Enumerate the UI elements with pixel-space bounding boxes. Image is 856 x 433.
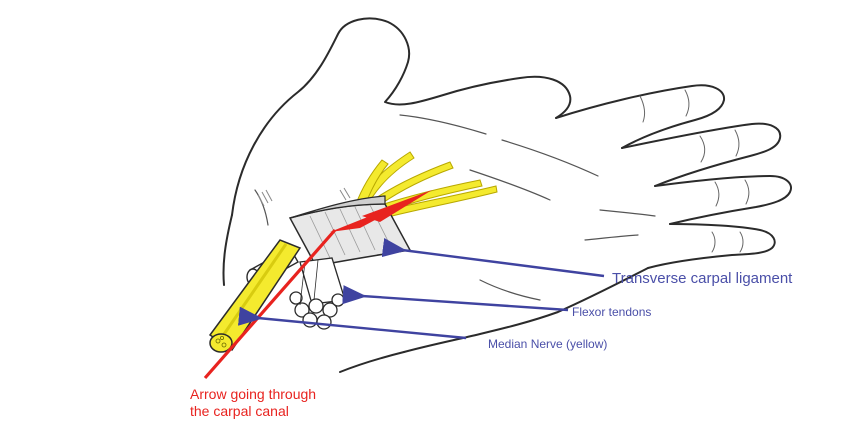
- tendons-pointer: [362, 296, 568, 310]
- ligament-pointer: [402, 250, 604, 276]
- nerve-label: Median Nerve (yellow): [488, 337, 607, 351]
- flexor-tendons: [290, 258, 345, 329]
- arrow-label: Arrow going through the carpal canal: [190, 386, 320, 420]
- tendons-label: Flexor tendons: [572, 305, 651, 319]
- thenar-shading: [258, 188, 350, 206]
- nerve-pointer: [258, 318, 466, 338]
- ligament-label: Transverse carpal ligament: [612, 270, 792, 287]
